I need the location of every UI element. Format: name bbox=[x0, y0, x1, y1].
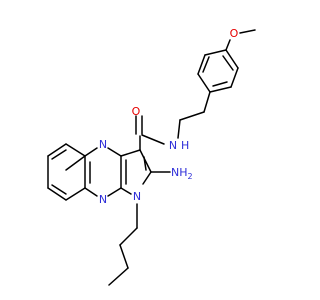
amide-oxygen-label: O bbox=[132, 105, 141, 118]
amino-subscript-text: 2 bbox=[188, 172, 193, 181]
bond bbox=[65, 187, 86, 201]
bond bbox=[209, 86, 232, 93]
bond bbox=[119, 227, 138, 246]
amino-group-label: NH2 bbox=[171, 166, 193, 181]
bond bbox=[202, 56, 210, 73]
bond bbox=[120, 187, 132, 195]
bond bbox=[51, 149, 67, 160]
bond bbox=[225, 49, 239, 69]
molecule-structure-diagram: O N H O N N N NH2 bbox=[47, 27, 256, 286]
bond bbox=[141, 134, 165, 145]
bond bbox=[65, 143, 86, 157]
bond bbox=[65, 155, 86, 171]
bond bbox=[197, 54, 206, 75]
bond bbox=[47, 187, 67, 201]
bond bbox=[203, 91, 211, 113]
bond bbox=[120, 149, 141, 157]
bond bbox=[222, 55, 234, 71]
bond bbox=[84, 147, 98, 157]
bond bbox=[225, 39, 231, 51]
bond bbox=[197, 73, 211, 93]
methoxy-oxygen-label: O bbox=[230, 27, 239, 40]
amide-nitrogen-label: N bbox=[169, 139, 177, 152]
atom-labels: O N H O N N N NH2 bbox=[99, 27, 239, 206]
pyrrole-nitrogen-label: N bbox=[133, 190, 141, 203]
bond-lines bbox=[47, 29, 256, 286]
bond bbox=[177, 119, 181, 139]
bond bbox=[179, 111, 205, 121]
bond bbox=[142, 171, 152, 185]
bond bbox=[212, 81, 228, 87]
bond bbox=[230, 67, 239, 88]
bond bbox=[107, 187, 122, 197]
quinoxaline-nitrogen-top-label: N bbox=[99, 138, 107, 151]
bond bbox=[107, 147, 122, 157]
bond bbox=[204, 49, 227, 56]
bond bbox=[143, 156, 147, 171]
bond bbox=[51, 184, 67, 195]
bond bbox=[108, 267, 129, 286]
quinoxaline-nitrogen-bottom-label: N bbox=[99, 193, 107, 206]
bond bbox=[139, 149, 152, 173]
bond bbox=[84, 187, 98, 197]
bond bbox=[47, 143, 67, 157]
amino-nh-text: NH bbox=[171, 166, 188, 179]
amide-hydrogen-label: H bbox=[181, 139, 189, 152]
bond bbox=[119, 244, 129, 269]
bond bbox=[239, 29, 256, 34]
